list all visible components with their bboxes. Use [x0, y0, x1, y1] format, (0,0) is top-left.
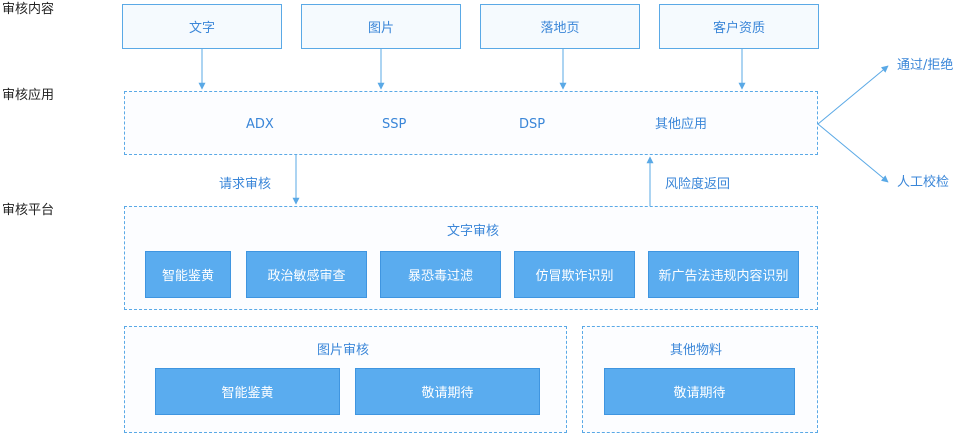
text-review-item-porn-detection: 智能鉴黄	[145, 251, 231, 298]
app-dsp-label: DSP	[519, 117, 546, 132]
arrow-to-manual-check	[817, 123, 889, 183]
source-image-box: 图片	[301, 4, 461, 49]
section-label-content: 审核内容	[2, 2, 55, 17]
source-text-box: 文字	[122, 4, 282, 49]
app-adx-label: ADX	[246, 117, 274, 132]
arrow-to-pass-reject	[817, 65, 889, 125]
application-container	[124, 91, 818, 155]
source-client-qualification-box: 客户资质	[659, 4, 819, 49]
source-landing-page-box: 落地页	[480, 4, 640, 49]
app-ssp-label: SSP	[382, 117, 407, 132]
image-review-title: 图片审核	[317, 343, 370, 358]
flow-return-label: 风险度返回	[665, 177, 731, 192]
other-material-title: 其他物料	[670, 343, 723, 358]
text-review-item-ad-law-violation: 新广告法违规内容识别	[648, 251, 799, 298]
text-review-item-political-sensitivity: 政治敏感审查	[246, 251, 367, 298]
text-review-title: 文字审核	[447, 224, 500, 239]
section-label-platform: 审核平台	[2, 203, 55, 218]
text-review-item-terror-drug-filter: 暴恐毒过滤	[380, 251, 501, 298]
section-label-application: 审核应用	[2, 88, 55, 103]
other-material-item-coming-soon: 敬请期待	[604, 368, 795, 415]
text-review-item-fraud-detection: 仿冒欺诈识别	[514, 251, 635, 298]
outcome-manual-check-label: 人工校检	[897, 175, 950, 190]
flow-request-label: 请求审核	[219, 177, 272, 192]
image-review-item-porn-detection: 智能鉴黄	[155, 368, 340, 415]
image-review-item-coming-soon: 敬请期待	[355, 368, 540, 415]
outcome-pass-reject-label: 通过/拒绝	[897, 58, 954, 73]
app-other-label: 其他应用	[655, 117, 708, 132]
